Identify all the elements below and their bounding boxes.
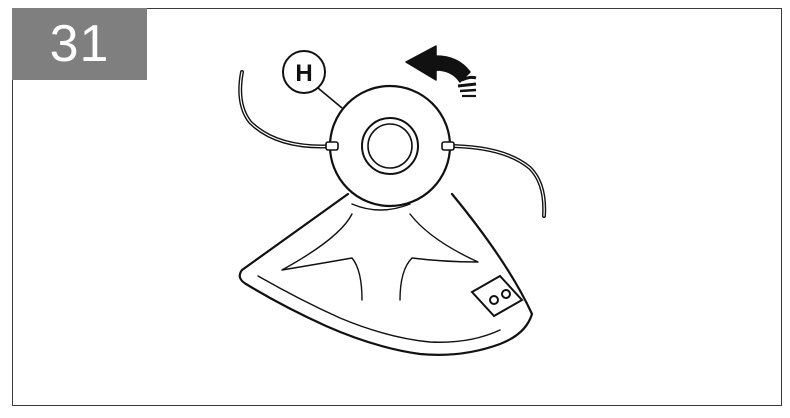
curved-arrow-counterclockwise-icon xyxy=(405,45,477,98)
screw-icon xyxy=(501,289,511,299)
callout-label: H xyxy=(295,60,312,87)
trimmer-head xyxy=(325,84,455,208)
callout-leader-line xyxy=(317,87,343,109)
screw-icon xyxy=(489,295,499,305)
callout-h: H xyxy=(282,50,326,94)
step-number-badge: 31 xyxy=(12,8,147,80)
guard-bracket xyxy=(470,274,524,318)
trimmer-guard xyxy=(238,192,534,356)
line-eyelet-right xyxy=(441,141,455,151)
line-eyelet-left xyxy=(325,141,339,151)
